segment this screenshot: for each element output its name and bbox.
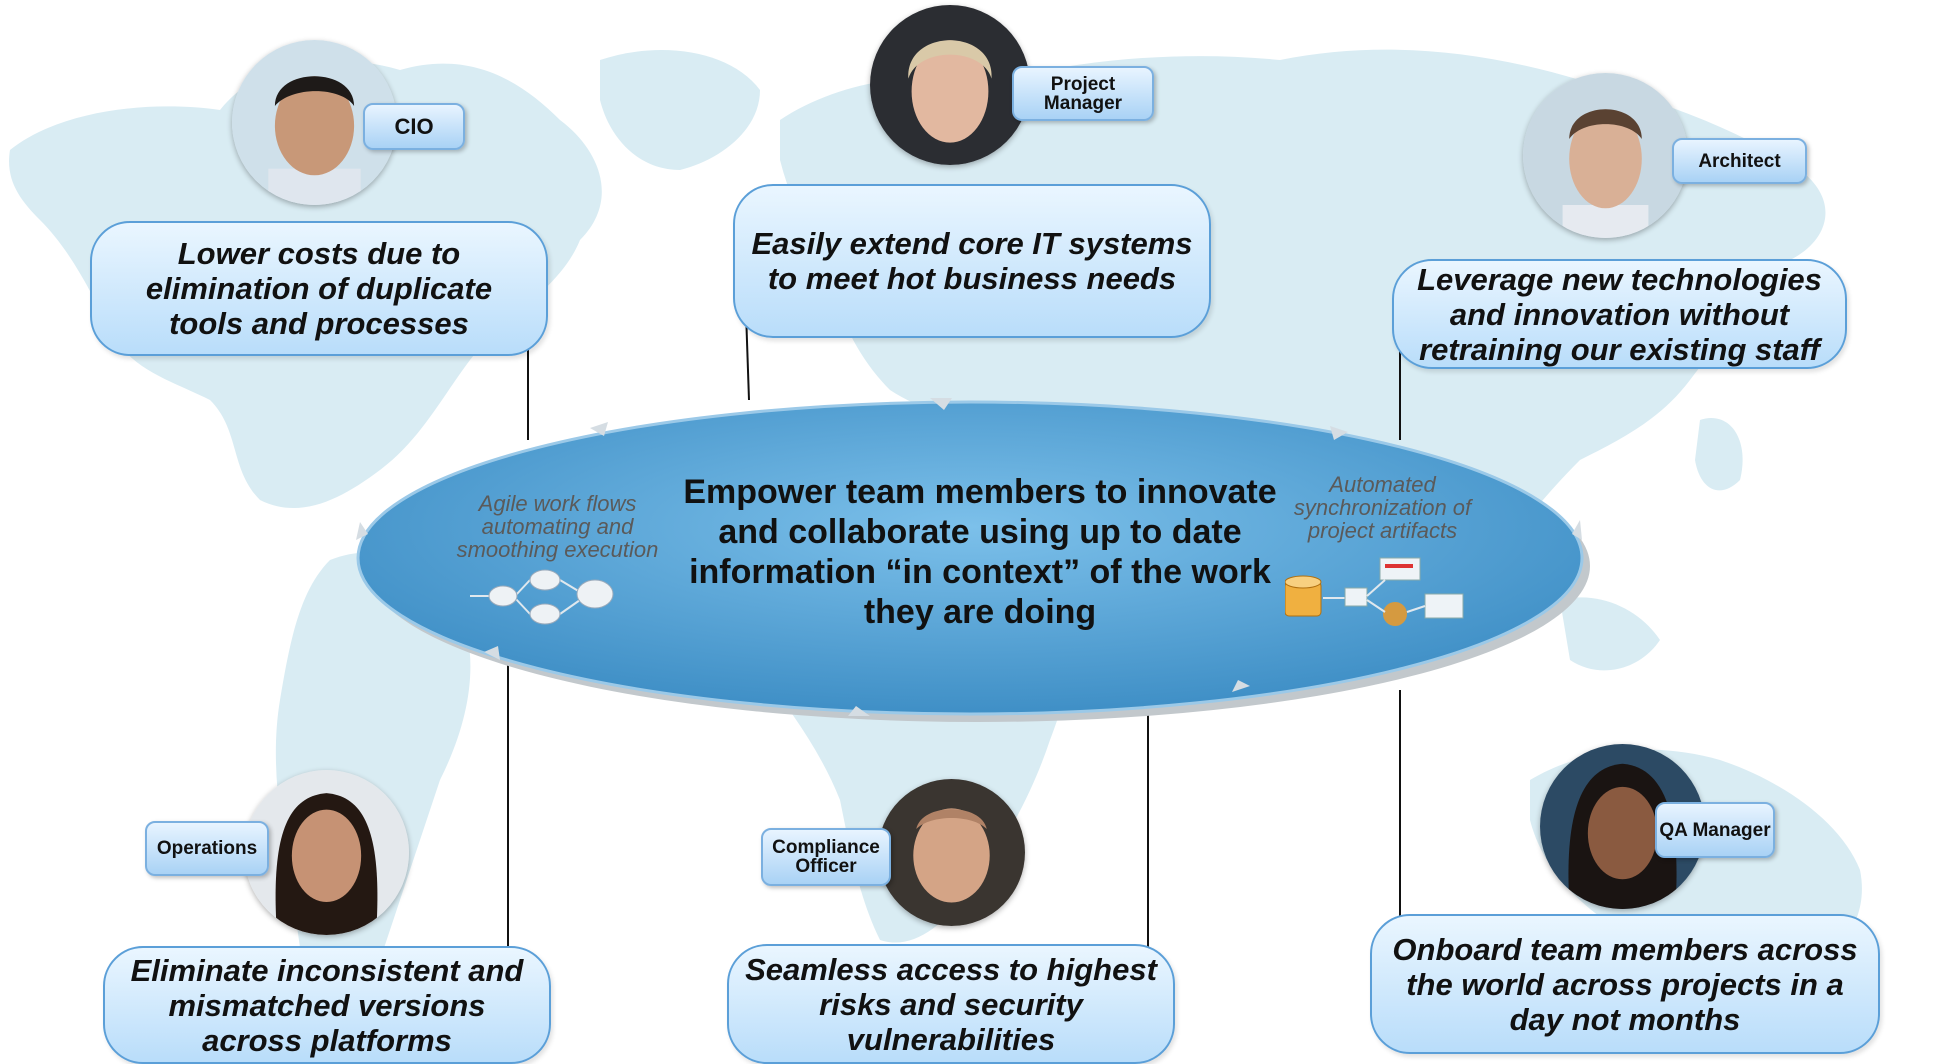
left-caption: Agile work flows automating and smoothin… — [456, 491, 659, 562]
project-manager-avatar — [870, 5, 1030, 165]
artifact-sync-icon — [1285, 557, 1464, 626]
qa-manager-avatar — [1540, 744, 1705, 909]
workflow-diagram-icon — [470, 569, 614, 625]
operations-benefit-bubble: Eliminate inconsistent and mismatched ve… — [103, 946, 551, 1064]
compliance-officer-avatar — [878, 779, 1025, 926]
operations-avatar — [244, 770, 409, 935]
compliance-officer-benefit-bubble: Seamless access to highest risks and sec… — [727, 944, 1175, 1064]
cio-role-label: CIO — [363, 103, 465, 150]
qa-manager-role-label: QA Manager — [1655, 802, 1775, 858]
architect-benefit-bubble: Leverage new technologies and innovation… — [1392, 259, 1847, 369]
right-caption: Automated synchronization of project art… — [1293, 472, 1472, 543]
architect-avatar — [1523, 73, 1688, 238]
operations-role-label: Operations — [145, 821, 269, 876]
compliance-officer-role-label: Compliance Officer — [761, 828, 891, 886]
central-message: Empower team members to innovate and col… — [683, 473, 1277, 631]
qa-manager-benefit-bubble: Onboard team members across the world ac… — [1370, 914, 1880, 1054]
central-ellipse — [356, 398, 1590, 722]
cio-benefit-bubble: Lower costs due to elimination of duplic… — [90, 221, 548, 356]
project-manager-role-label: Project Manager — [1012, 66, 1154, 121]
project-manager-benefit-bubble: Easily extend core IT systems to meet ho… — [733, 184, 1211, 338]
architect-role-label: Architect — [1672, 138, 1807, 184]
